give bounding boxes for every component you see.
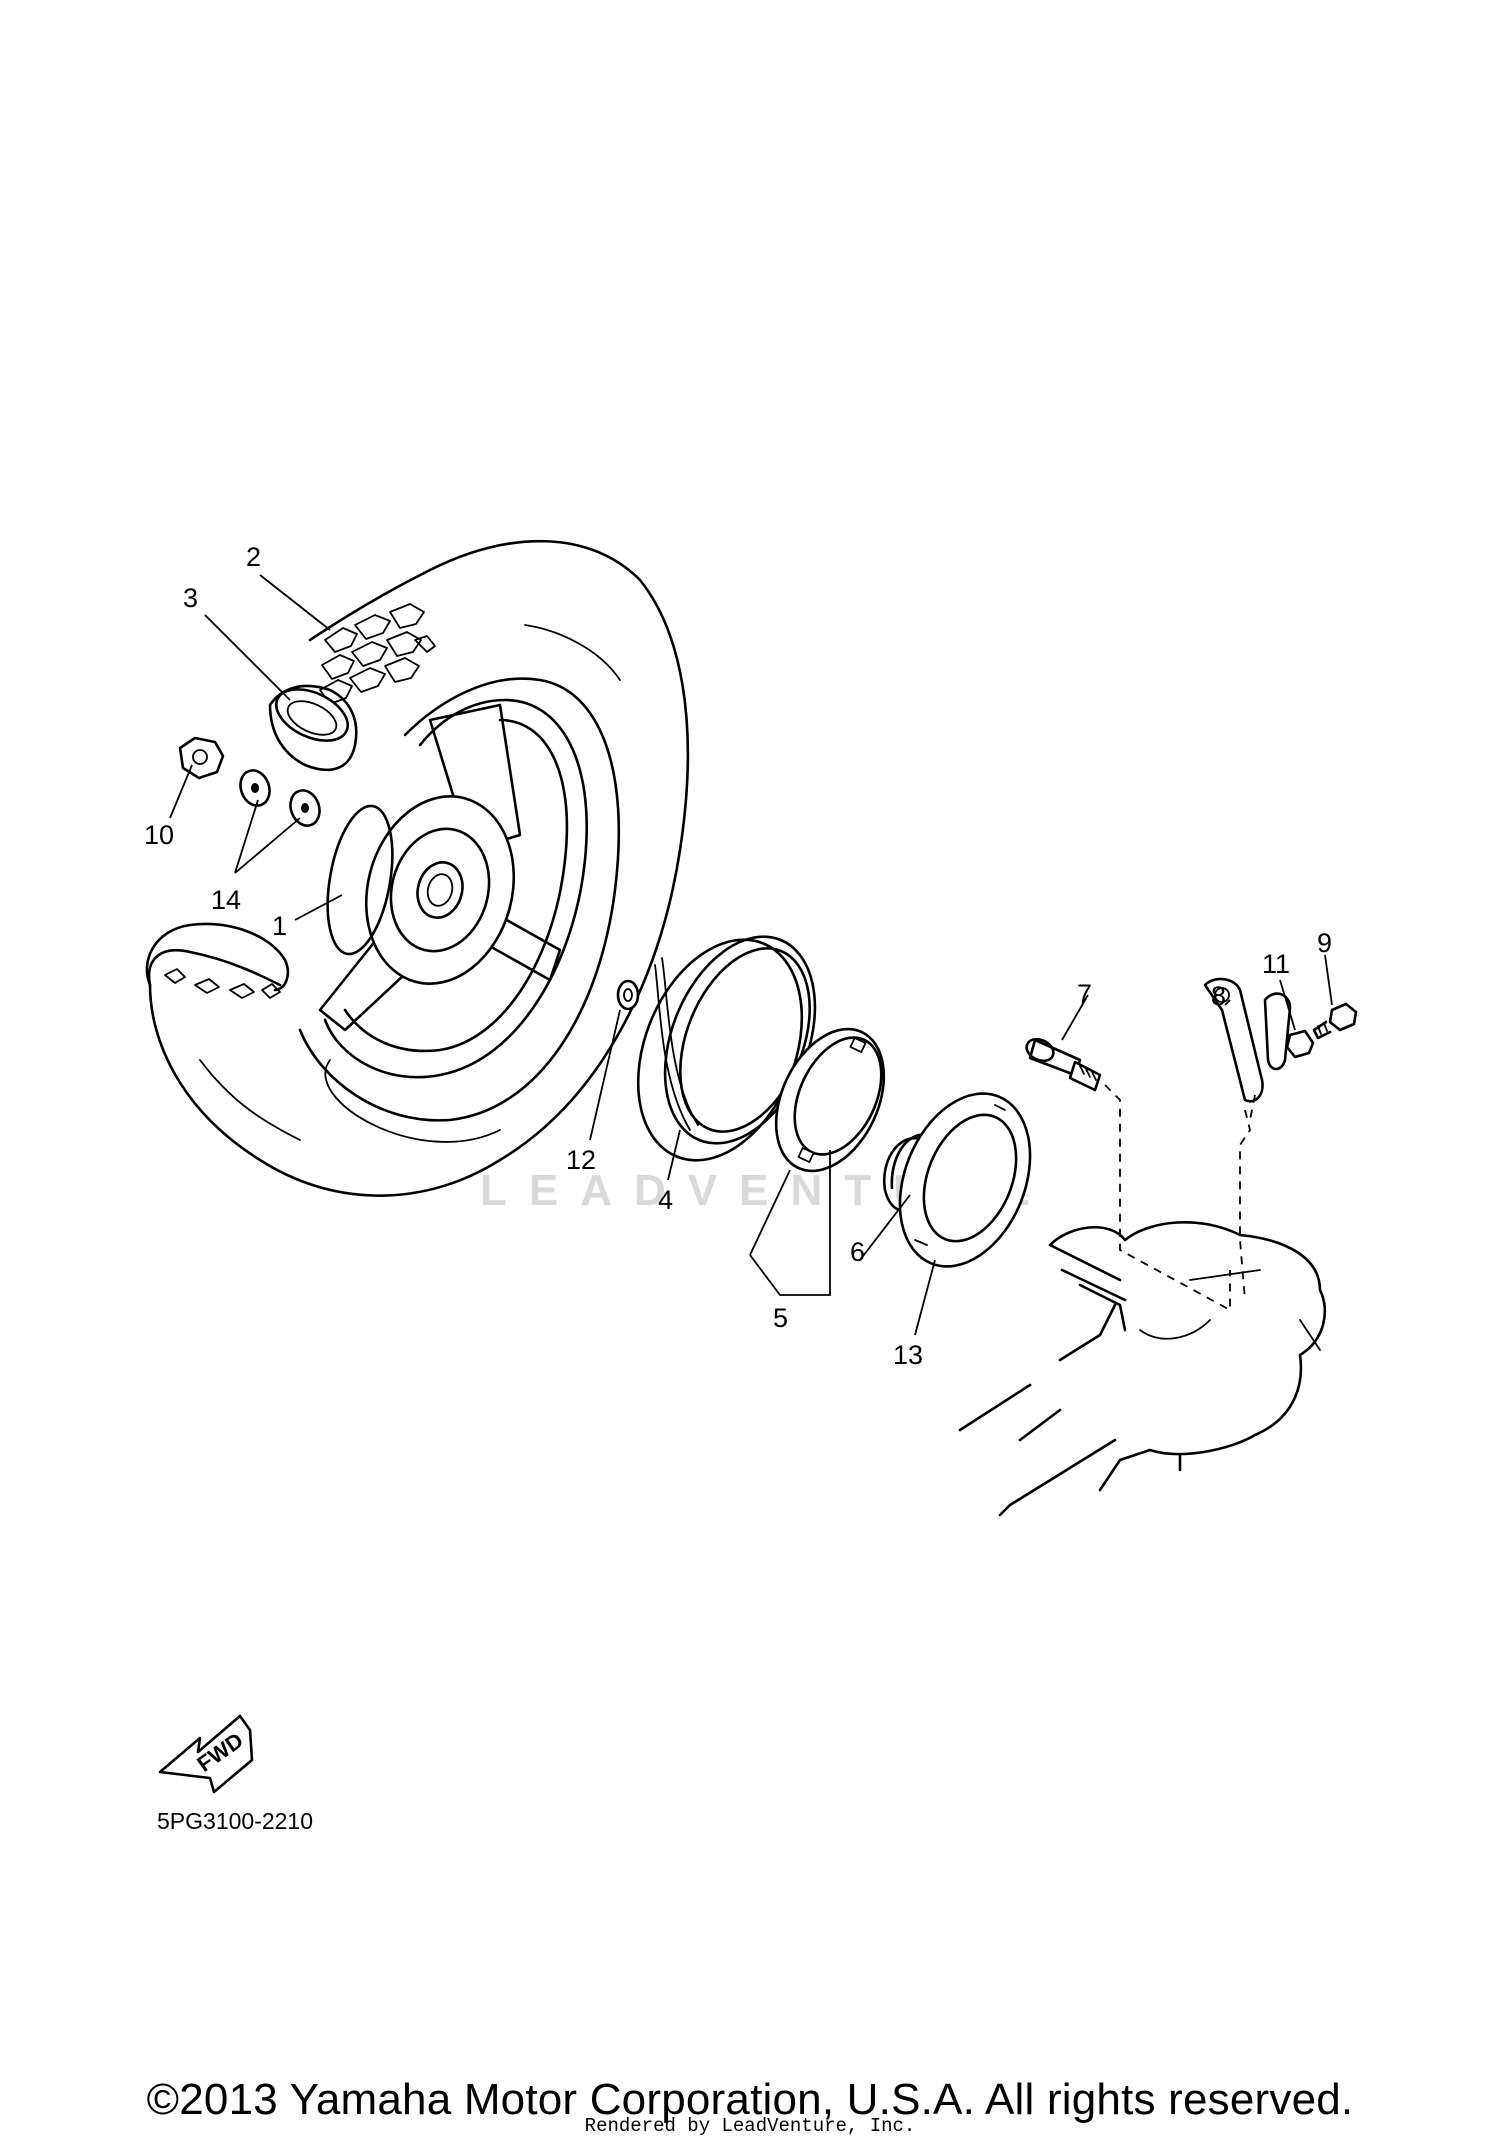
callout-labels: 1 2 3 4 5 6 7 8 9 10 11 12 13 14	[144, 542, 1332, 1370]
tire-tread-blocks	[319, 603, 436, 705]
assembly-guide-lines	[1104, 1084, 1256, 1312]
callout-7: 7	[1077, 979, 1092, 1009]
axle-nut	[178, 736, 225, 780]
copyright-notice: ©2013 Yamaha Motor Corporation, U.S.A. A…	[146, 2075, 1354, 2124]
wheel-assembly	[145, 539, 690, 1197]
brake-camshaft	[1025, 1037, 1102, 1092]
brake-plate	[898, 1092, 1032, 1268]
collar	[616, 979, 640, 1011]
leader-lines	[169, 574, 1333, 1336]
brake-shoes	[774, 1027, 886, 1173]
callout-10: 10	[144, 820, 174, 850]
callout-4: 4	[658, 1185, 673, 1215]
callout-13: 13	[893, 1340, 923, 1370]
callout-9: 9	[1317, 928, 1332, 958]
callout-5: 5	[773, 1303, 788, 1333]
callout-8: 8	[1211, 981, 1226, 1011]
wear-indicator	[1285, 1029, 1315, 1059]
callout-3: 3	[183, 583, 198, 613]
cam-lever	[1203, 977, 1292, 1103]
callout-11: 11	[1262, 949, 1290, 979]
engine-housing-phantom	[958, 1220, 1327, 1517]
fwd-arrow: FWD	[158, 1714, 254, 1794]
callout-1: 1	[272, 911, 287, 941]
callout-12: 12	[566, 1145, 596, 1175]
callout-2: 2	[246, 542, 261, 572]
diagram-code: 5PG3100-2210	[157, 1808, 314, 1834]
callout-6: 6	[850, 1237, 865, 1267]
callout-14: 14	[211, 885, 241, 915]
render-credit: Rendered by LeadVenture, Inc.	[584, 2115, 916, 2137]
bolt	[1312, 1002, 1358, 1040]
tire-valve	[275, 688, 349, 742]
washers	[239, 769, 321, 827]
